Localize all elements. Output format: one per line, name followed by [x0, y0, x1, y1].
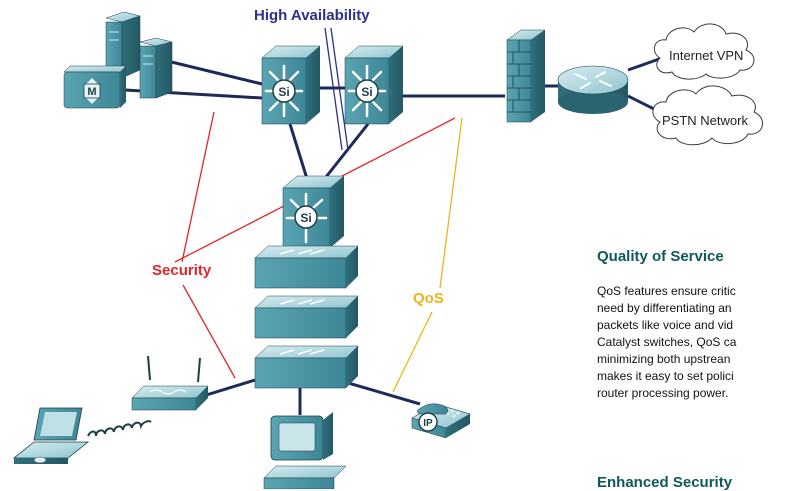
link-core-to-dist: [288, 123, 310, 183]
qos-body-line: QoS features ensure critic: [597, 284, 736, 298]
security-label: Security: [152, 262, 212, 279]
high-availability-label: High Availability: [254, 7, 370, 24]
ip-phone-icon: IP: [411, 403, 471, 439]
high-availability-lines: [324, 27, 349, 151]
server-tower-icon: [139, 37, 173, 99]
internet-vpn-label: Internet VPN: [669, 48, 744, 63]
qos-body-line: need by differentiating an: [597, 301, 732, 315]
qos-section-body: QoS features ensure critic need by diffe…: [597, 283, 790, 402]
ip-label: IP: [423, 418, 433, 429]
qos-body-line: packets like voice and vid: [597, 318, 734, 332]
core-switch-left-icon: Si: [261, 45, 321, 125]
link-server-to-core: [154, 56, 263, 86]
link-core2-to-dist: [320, 123, 370, 183]
access-switch-icon: [254, 295, 359, 339]
link-router-to-internet: [627, 56, 663, 72]
wireless-access-point-icon: [131, 355, 209, 411]
firewall-icon: [506, 29, 546, 123]
distribution-switch-icon: Si: [282, 175, 345, 249]
access-switch-stack-icon: [254, 245, 359, 389]
access-switch-icon: [254, 245, 359, 289]
desktop-computer-icon: [263, 412, 347, 489]
call-manager-label: M: [87, 86, 96, 98]
si-label: Si: [278, 85, 289, 99]
qos-body-line: makes it easy to set polici: [597, 369, 734, 383]
core-switch-right-icon: Si: [344, 45, 404, 125]
pstn-network-label: PSTN Network: [662, 113, 748, 128]
qos-lines: [392, 117, 463, 393]
link-stack-to-phone: [344, 380, 421, 406]
router-icon: [557, 65, 629, 114]
si-label: Si: [361, 85, 372, 99]
pstn-network-cloud-icon: [652, 85, 763, 146]
qos-body-line: router processing power.: [597, 386, 729, 400]
laptop-icon: [12, 407, 90, 464]
coiled-cable: [87, 420, 152, 437]
qos-body-line: Catalyst switches, QoS ca: [597, 335, 737, 349]
call-manager-icon: M: [63, 65, 127, 109]
qos-section-heading: Quality of Service: [597, 248, 724, 265]
qos-label: QoS: [413, 290, 444, 307]
access-switch-icon: [254, 345, 359, 389]
si-label: Si: [300, 211, 311, 225]
qos-body-line: minimizing both upstrean: [597, 352, 731, 366]
internet-vpn-cloud-icon: [653, 23, 755, 80]
security-section-heading: Enhanced Security: [597, 474, 733, 491]
